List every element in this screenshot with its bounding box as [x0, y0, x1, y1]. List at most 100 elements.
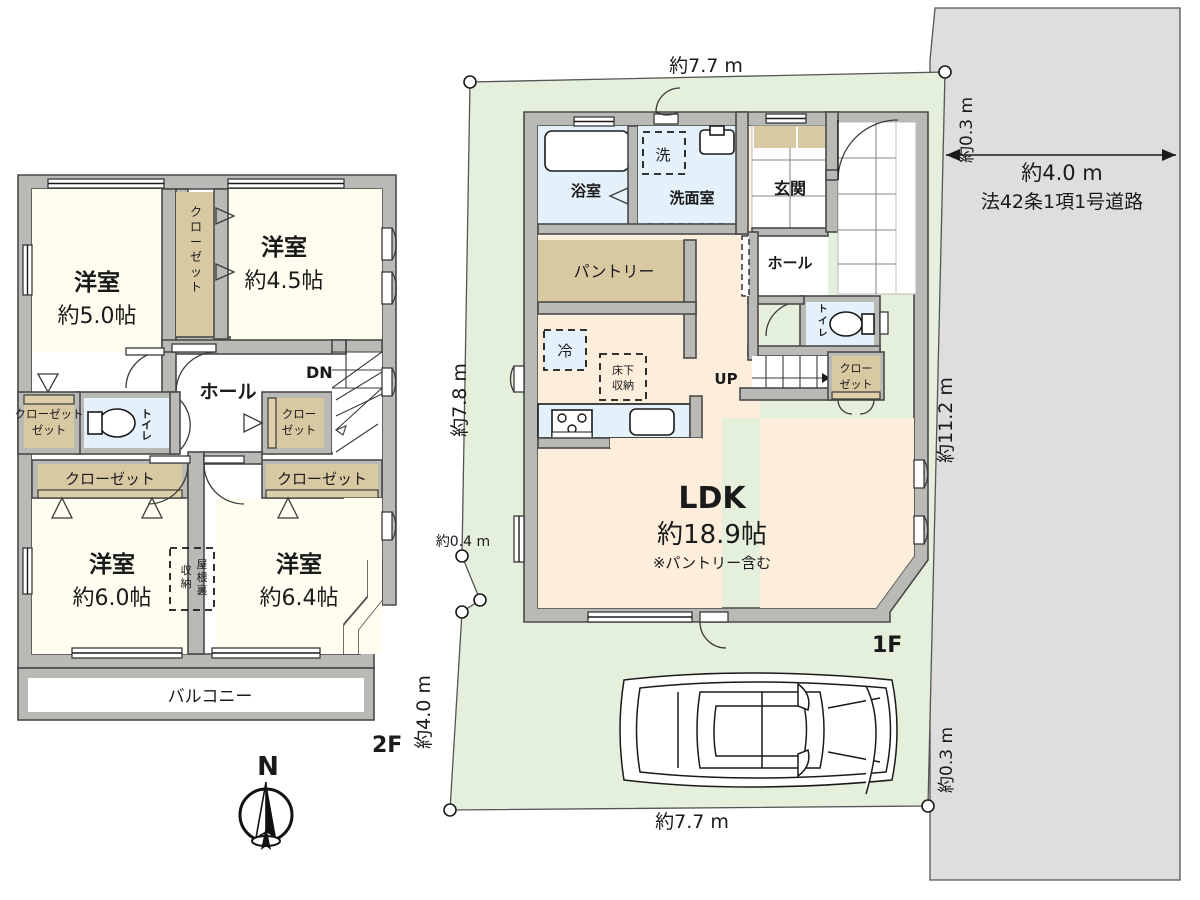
svg-text:ッ: ッ: [190, 265, 202, 279]
attic-label-5: 納: [181, 576, 192, 590]
window-left-bed5: [22, 244, 33, 296]
ldk-note: ※パントリー含む: [653, 554, 771, 572]
door-2f-stairs-right: [381, 367, 397, 397]
ldk-size: 約18.9帖: [657, 520, 767, 550]
closet-2f-bed60-label: クローゼット: [65, 470, 155, 488]
fridge-label: 冷: [557, 342, 572, 360]
closet-2f-vertical-label: ク ロ ー ゼ ッ ト: [190, 205, 236, 294]
bedroom-45-fill: [216, 189, 382, 352]
bedroom-60-size: 約6.0帖: [73, 586, 152, 611]
bedroom-45-name: 洋室: [261, 234, 307, 261]
closet-v-fill: [176, 192, 216, 337]
toilet-1f: ト イ レ: [765, 295, 889, 353]
closet-2f-right-small: クロー ゼット: [243, 391, 333, 455]
hall-2f-label: ホール: [199, 381, 256, 403]
kitchen-zone: 冷 床下 収納: [537, 329, 703, 449]
parking-car: [619, 672, 898, 795]
closet-2f-left-small: クローゼット ゼット: [15, 373, 84, 455]
pantry-label: パントリー: [574, 262, 655, 281]
windows-1f-bottom: [587, 611, 729, 649]
closet-2f-bed64: クローゼット: [261, 459, 383, 519]
dim-left-lower: 約4.0 m: [413, 675, 435, 749]
dim-right-main: 約11.2 m: [935, 377, 957, 463]
stairs-down-label: DN: [306, 363, 333, 382]
bath-label: 浴室: [571, 182, 601, 200]
underfloor-label-2: 収納: [612, 378, 634, 392]
closet-1f-label-2: ゼット: [840, 378, 873, 391]
door-bed45-hall: [171, 343, 217, 393]
road-type-label: 法42条1項1号道路: [981, 191, 1143, 213]
stairs-up-label: UP: [714, 370, 737, 388]
closet-2f-bed64-label: クローゼット: [277, 470, 367, 488]
bath-zone-1f: 浴室: [538, 116, 639, 233]
toilet-2f-label: トイレ: [140, 408, 153, 441]
closet-1f: クロー ゼット: [827, 351, 885, 415]
svg-text:ロ: ロ: [190, 220, 202, 234]
svg-text:ー: ー: [190, 235, 202, 249]
dim-right-lower: 約0.3 m: [937, 727, 957, 793]
entrance-zone-1f: 玄関: [751, 125, 829, 231]
pantry-zone: パントリー: [537, 239, 697, 359]
attic-label-1: 屋: [197, 558, 208, 571]
floor-label-1f: 1F: [872, 633, 902, 658]
washroom-zone-1f: 洗 洗面室: [638, 87, 740, 233]
dim-top: 約7.7 m: [669, 55, 743, 77]
washer-label: 洗: [655, 146, 670, 164]
bedroom-5-fill: [32, 189, 162, 352]
svg-text:ゼ: ゼ: [190, 250, 202, 264]
svg-text:ク: ク: [190, 205, 202, 219]
window-icons-2f-top: [47, 178, 345, 189]
window-icons-2f-bottom: [71, 647, 321, 659]
doors-1f-right: [913, 459, 929, 545]
road-area: [929, 7, 1181, 881]
toilet-1f-label-2: イ: [818, 316, 828, 327]
attic-label-4: 収: [181, 564, 192, 577]
porch-tiles: [837, 119, 917, 295]
ldk-name: LDK: [678, 481, 747, 516]
bedroom-5-size: 約5.0帖: [58, 304, 137, 329]
hall-1f: ホール: [752, 236, 828, 300]
window-left-bed60: [22, 547, 33, 595]
bedroom-5-name: 洋室: [74, 269, 120, 296]
entrance-label: 玄関: [774, 179, 806, 198]
closet-2f-bed60: クローゼット: [31, 459, 189, 519]
floor-label-2f: 2F: [372, 733, 402, 758]
door-bed64-right: [381, 511, 397, 541]
dim-left-upper: 約7.8 m: [449, 363, 471, 437]
balcony-label: バルコニー: [168, 687, 253, 707]
bedroom-60-fill: [32, 498, 188, 654]
stairs-2f: DN: [306, 339, 383, 453]
stairs-1f: UP: [714, 356, 837, 401]
dim-right-upper: 約0.3 m: [957, 97, 977, 163]
compass-north-label: N: [257, 752, 279, 782]
attic-label-3: 裏: [197, 584, 208, 597]
toilet-1f-label-3: レ: [818, 328, 828, 339]
balcony-2f: バルコニー: [17, 667, 375, 721]
second-floor-plan: トイレ クローゼット ゼット クロー ゼット: [15, 174, 402, 758]
closet-2f-left-label-2: ゼット: [32, 423, 67, 437]
door-bed45-right: [381, 227, 397, 305]
closet-2f-right-label-2: ゼット: [282, 423, 317, 437]
closet-1f-label-1: クロー: [840, 362, 873, 375]
bedroom-64-name: 洋室: [276, 551, 322, 578]
washroom-label: 洗面室: [669, 189, 714, 207]
attic-storage-2f: 屋 根 裏 収 納: [169, 547, 215, 611]
svg-text:ト: ト: [190, 280, 202, 294]
closet-2f-right-label-1: クロー: [282, 407, 317, 421]
dimension-annotations: 約7.7 m 約0.3 m 約4.0 m 法42条1項1号道路 約11.2 m …: [413, 55, 1176, 833]
dim-bottom: 約7.7 m: [655, 811, 729, 833]
underfloor-label-1: 床下: [612, 364, 634, 377]
toilet-1f-label-1: ト: [818, 304, 828, 315]
compass-rose: N: [238, 752, 294, 850]
closet-2f-left-label-1: クローゼット: [15, 407, 84, 421]
hall-1f-label: ホール: [767, 254, 812, 272]
dim-left-notch: 約0.4 m: [436, 534, 490, 550]
bedroom-45-size: 約4.5帖: [245, 269, 324, 294]
toilet-2f: トイレ: [75, 391, 179, 455]
attic-label-2: 根: [197, 571, 208, 584]
bedroom-64-size: 約6.4帖: [260, 586, 339, 611]
doors-1f-left: [509, 365, 525, 563]
first-floor-plan: 浴室 洗 洗面室: [509, 87, 929, 658]
